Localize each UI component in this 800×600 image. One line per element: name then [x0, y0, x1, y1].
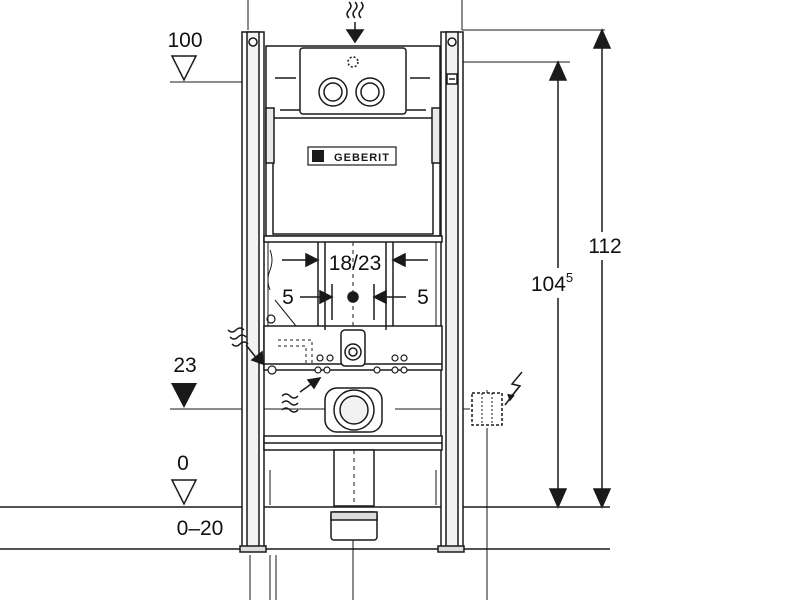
water-supply-icon-top	[345, 1, 365, 44]
water-drain-icon	[281, 376, 322, 413]
dimension-overall-height-label: 112	[588, 235, 621, 258]
level-floor-label: 0	[177, 452, 189, 475]
reference-lines	[247, 0, 605, 600]
dimension-offsets	[300, 284, 406, 320]
supply-pipe-dashed	[278, 339, 313, 364]
level-marker-top: 100	[167, 29, 203, 82]
brand-text: GEBERIT	[334, 152, 390, 164]
dimension-inner-height-label: 1045	[531, 270, 573, 296]
rail-details	[267, 242, 437, 505]
water-supply-icon-left	[227, 327, 264, 366]
electrical-box	[471, 392, 503, 426]
level-mid-label: 23	[173, 354, 196, 377]
level-floor-range-label: 0–20	[177, 517, 224, 540]
right-frame-post	[437, 31, 465, 553]
level-top-label: 100	[167, 29, 202, 52]
drain-connector	[324, 387, 383, 541]
dimension-drain-spacing	[282, 242, 428, 330]
floor-lines	[0, 81, 610, 550]
left-frame-post	[239, 31, 267, 553]
flush-plate	[275, 47, 430, 115]
level-marker-floor: 0	[170, 452, 198, 506]
dimension-offset-right-label: 5	[417, 286, 429, 309]
mounting-holes	[266, 314, 408, 375]
dimension-drain-spacing-label: 18/23	[329, 252, 382, 275]
level-marker-mid: 23	[171, 354, 197, 408]
dimension-inner-height	[527, 60, 589, 509]
brand-label: GEBERIT	[307, 146, 397, 166]
dimension-offset-left-label: 5	[282, 286, 294, 309]
supply-connector	[340, 329, 366, 367]
electric-icon	[504, 371, 523, 406]
dimension-overall-height	[580, 28, 630, 509]
